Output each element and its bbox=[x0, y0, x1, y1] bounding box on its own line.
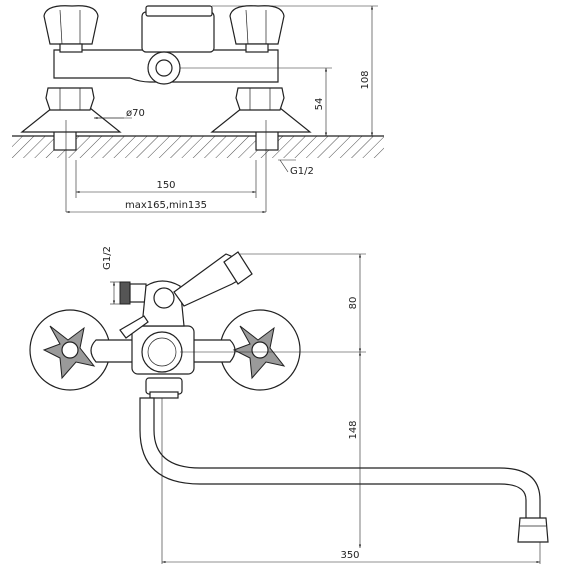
dim-label-108: 108 bbox=[360, 70, 371, 89]
spout-collar bbox=[149, 391, 179, 399]
outlet-inner bbox=[155, 59, 173, 77]
diverter-top bbox=[145, 5, 213, 17]
wall-hatch bbox=[12, 136, 384, 158]
front-elevation-view: G1/2 80 148 350 bbox=[29, 246, 549, 564]
spout-aerator bbox=[517, 517, 549, 543]
spout-pipe bbox=[139, 397, 541, 521]
lever-tip bbox=[223, 251, 253, 285]
diverter-knob-inner bbox=[147, 337, 177, 367]
left-escutcheon bbox=[20, 107, 122, 133]
dim-leader-g12 bbox=[279, 159, 289, 173]
side-lever bbox=[119, 315, 149, 339]
diverter-housing bbox=[141, 11, 215, 53]
dim-label-165-135: max165,min135 bbox=[125, 200, 207, 211]
dim-label-g12: G1/2 bbox=[290, 166, 314, 177]
dim-label-80: 80 bbox=[348, 297, 359, 310]
inlet-collar bbox=[129, 283, 147, 303]
dim-label-150: 150 bbox=[156, 180, 175, 191]
dim-label-350: 350 bbox=[340, 550, 359, 561]
dim-label-inlet-thread: G1/2 bbox=[102, 246, 113, 270]
inlet-thread bbox=[119, 281, 131, 305]
left-hex-nut bbox=[45, 87, 95, 111]
side-elevation-view: 108 54 ø70 G1/2 150 max165,min135 bbox=[12, 5, 384, 214]
dim-label-148: 148 bbox=[348, 420, 359, 439]
right-hex-nut bbox=[235, 87, 285, 111]
right-escutcheon bbox=[210, 107, 312, 133]
left-handle-icon bbox=[43, 5, 99, 45]
dim-label-70: ø70 bbox=[126, 108, 145, 119]
dim-label-54: 54 bbox=[314, 98, 325, 111]
right-handle-icon bbox=[229, 5, 285, 45]
